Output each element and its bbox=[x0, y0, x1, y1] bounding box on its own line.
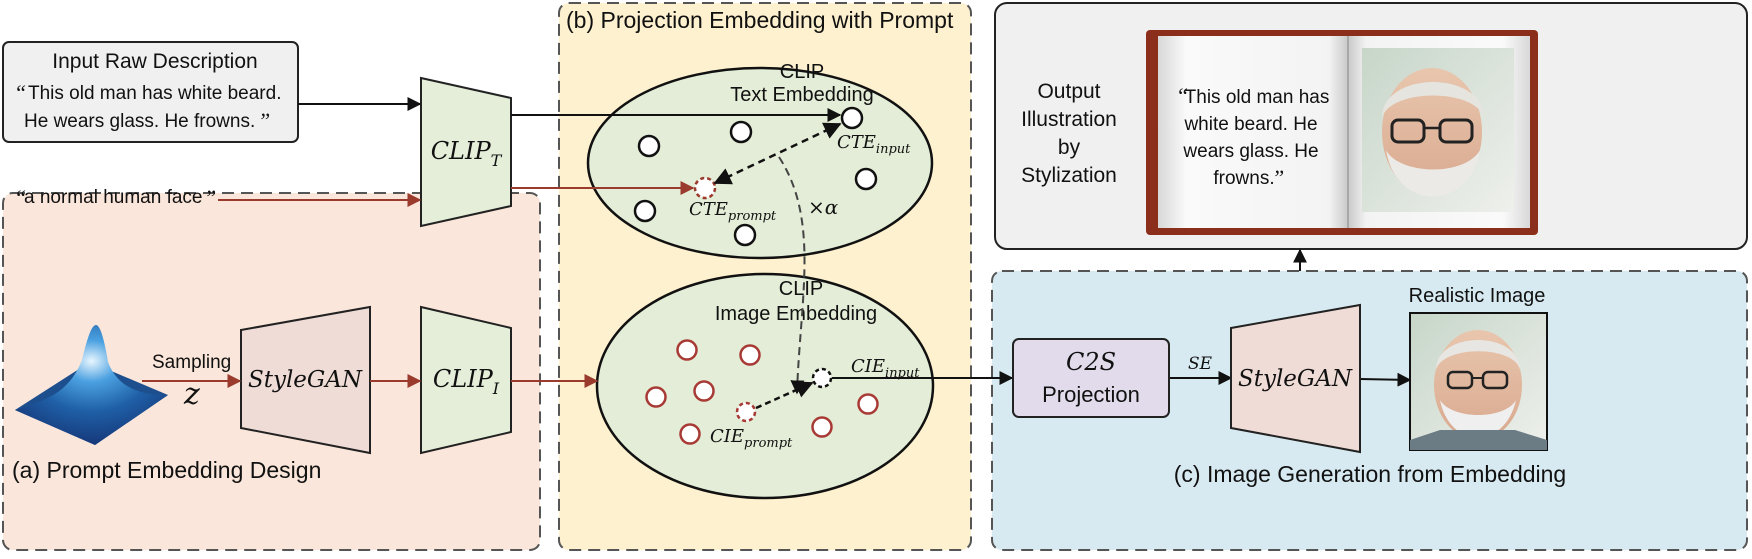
text-embedding-title-1: CLIP bbox=[780, 61, 824, 83]
image-point bbox=[857, 393, 879, 415]
book-quote-close: ” bbox=[1272, 165, 1284, 190]
alpha-transfer-arrow bbox=[778, 156, 806, 395]
image-embedding-title-2: Image Embedding bbox=[715, 303, 877, 325]
output-line-2: Illustration bbox=[1021, 108, 1117, 131]
prompt-quote-open: “ bbox=[14, 185, 26, 210]
text-point bbox=[854, 167, 878, 191]
image-point bbox=[693, 380, 715, 402]
book-illustration bbox=[1146, 30, 1538, 235]
input-line-2: He wears glass. He frowns. bbox=[24, 111, 255, 132]
image-embedding-title-1: CLIP bbox=[779, 278, 823, 300]
book-line-2: white beard. He bbox=[1183, 114, 1317, 135]
z-variable: z bbox=[183, 377, 200, 412]
stylegan-to-realistic-arrow bbox=[1359, 372, 1412, 387]
cte-input-label: CTEinput bbox=[837, 132, 911, 157]
clip-i-label: CLIPI bbox=[433, 365, 500, 398]
book-line-4: frowns. bbox=[1213, 168, 1274, 189]
c2s-label: C2S bbox=[1066, 348, 1116, 376]
panel-c-title: (c) Image Generation from Embedding bbox=[1174, 461, 1566, 487]
cie-prompt-label: CIEprompt bbox=[710, 426, 793, 451]
image-point bbox=[679, 423, 701, 445]
output-line-3: by bbox=[1058, 136, 1081, 159]
image-point bbox=[739, 344, 761, 366]
alpha-label: ×α bbox=[808, 195, 839, 219]
stylegan-left-label: StyleGAN bbox=[248, 367, 363, 393]
output-line-4: Stylization bbox=[1021, 164, 1117, 187]
panel-a-title: (a) Prompt Embedding Design bbox=[12, 457, 321, 483]
input-box-title: Input Raw Description bbox=[52, 50, 257, 73]
cte-input-point bbox=[840, 106, 864, 130]
stylegan-right-block bbox=[1230, 303, 1361, 454]
clip-t-label: CLIPT bbox=[431, 137, 503, 170]
c2s-projection-block bbox=[1012, 338, 1170, 418]
output-line-1: Output bbox=[1037, 80, 1100, 103]
input-quote-close: ” bbox=[258, 108, 270, 133]
stylegan-right-label: StyleGAN bbox=[1238, 366, 1353, 392]
text-embedding-title-2: Text Embedding bbox=[730, 84, 873, 106]
prompt-quote-close: ” bbox=[204, 185, 216, 210]
stylegan-left-block bbox=[240, 305, 371, 455]
panel-c bbox=[991, 270, 1748, 551]
realistic-image-label: Realistic Image bbox=[1409, 285, 1546, 307]
sampling-label: Sampling bbox=[152, 352, 231, 373]
input-quote-open: “ bbox=[14, 80, 26, 105]
input-line-1: This old man has white beard. bbox=[28, 83, 281, 104]
realistic-image bbox=[1409, 312, 1548, 451]
image-point bbox=[676, 339, 698, 361]
image-point bbox=[811, 416, 833, 438]
text-point bbox=[729, 120, 753, 144]
image-point bbox=[645, 386, 667, 408]
gaussian-bell bbox=[15, 325, 168, 445]
cie-input-point bbox=[811, 367, 833, 389]
book-line-1: This old man has bbox=[1185, 87, 1330, 108]
clip-t-block bbox=[420, 76, 512, 228]
input-box bbox=[2, 41, 299, 143]
se-label: SE bbox=[1188, 354, 1213, 374]
cie-prompt-point bbox=[735, 401, 757, 423]
book-line-3: wears glass. He bbox=[1182, 141, 1318, 162]
panel-b-title: (b) Projection Embedding with Prompt bbox=[566, 7, 954, 33]
text-point bbox=[733, 223, 757, 247]
c2s-projection-label: Projection bbox=[1042, 382, 1140, 407]
cte-prompt-label: CTEprompt bbox=[689, 199, 777, 224]
book-quote-open: “ bbox=[1176, 83, 1188, 108]
clip-i-block bbox=[420, 305, 512, 455]
text-point bbox=[637, 134, 661, 158]
cte-prompt-point bbox=[693, 176, 717, 200]
text-point bbox=[633, 199, 657, 223]
prompt-text: a normal human face bbox=[24, 187, 203, 208]
